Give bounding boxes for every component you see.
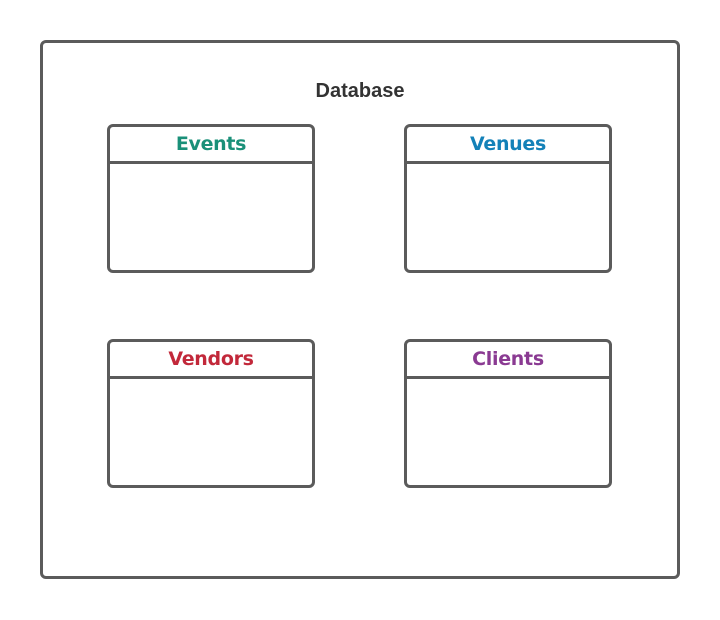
entity-venues-body — [407, 164, 609, 270]
entity-venues-header: Venues — [407, 127, 609, 164]
entity-events[interactable]: Events — [107, 124, 315, 273]
entity-vendors-header: Vendors — [110, 342, 312, 379]
entity-venues[interactable]: Venues — [404, 124, 612, 273]
entity-clients-header: Clients — [407, 342, 609, 379]
entity-vendors[interactable]: Vendors — [107, 339, 315, 488]
entity-clients-body — [407, 379, 609, 485]
entity-events-header: Events — [110, 127, 312, 164]
database-container: Database — [40, 40, 680, 579]
entity-events-body — [110, 164, 312, 270]
database-title: Database — [315, 80, 405, 102]
entity-clients[interactable]: Clients — [404, 339, 612, 488]
entity-vendors-body — [110, 379, 312, 485]
